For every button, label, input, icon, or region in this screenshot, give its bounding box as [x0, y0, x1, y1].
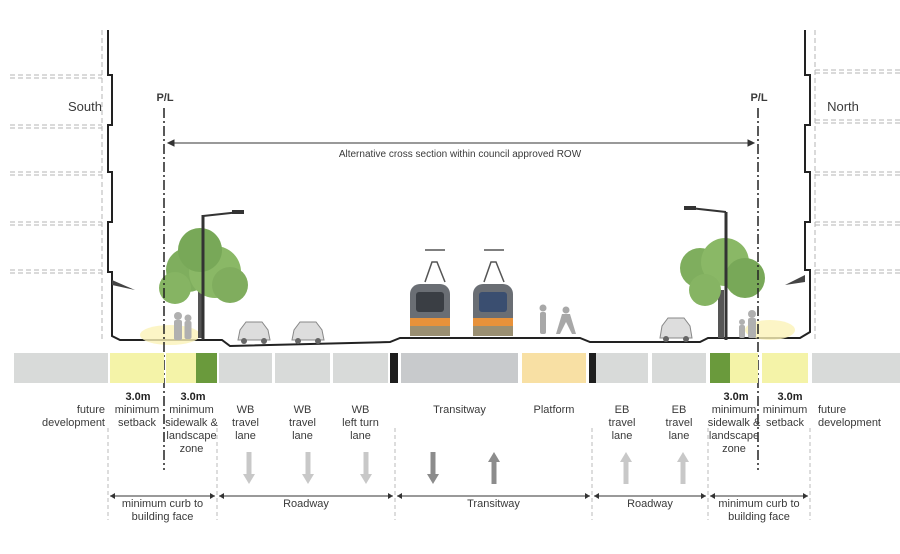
measure-right-setback: 3.0m [777, 391, 803, 403]
arrow-up-icon-6 [620, 452, 632, 484]
south-awning [112, 280, 135, 290]
property-line-left-label: P/L [156, 92, 174, 104]
zone-label-5: WB travel lane [289, 404, 316, 442]
transit-separator-2 [589, 353, 596, 383]
landscape-band-1 [196, 353, 217, 383]
zone-band-1 [14, 353, 108, 383]
north-street-light [684, 206, 728, 340]
group-dimension-1 [110, 493, 215, 499]
group-dimension-5 [710, 493, 808, 499]
north-label: North [827, 99, 859, 114]
zone-band-4 [219, 353, 272, 383]
zone-label-11: minimum sidewalk & landscape zone [707, 404, 761, 455]
arrow-down-icon-2 [302, 452, 314, 484]
zone-label-3: minimum sidewalk & landscape zone [165, 404, 218, 455]
measure-left-sidewalk: 3.0m [180, 391, 206, 403]
group-label-2: Roadway [283, 498, 329, 510]
wb-car-1 [237, 321, 271, 344]
north-pedestrians [739, 310, 756, 338]
zone-band-8 [522, 353, 586, 383]
zone-label-9: EB travel lane [608, 404, 636, 442]
wb-car-2 [291, 321, 325, 344]
group-dimension-2 [219, 493, 393, 499]
zone-label-2: minimum setback [114, 404, 160, 429]
zone-label-1: future development [42, 404, 105, 429]
zone-label-8: Platform [533, 404, 575, 416]
zone-band-6 [333, 353, 388, 383]
direction-arrows [243, 452, 689, 484]
zone-label-7: Transitway [433, 404, 486, 416]
group-label-1: minimum curb to building face [121, 498, 204, 523]
zone-label-12: minimum setback [762, 404, 808, 429]
zone-band-5 [275, 353, 330, 383]
zone-label-6: WB left turn lane [342, 404, 379, 442]
tram-eastbound [473, 249, 513, 336]
zone-band-12 [762, 353, 808, 383]
landscape-band-2 [710, 353, 730, 383]
row-label: Alternative cross section within council… [338, 149, 582, 160]
group-dimension-3 [397, 493, 590, 499]
south-building [10, 30, 103, 340]
zone-label-10: EB travel lane [665, 404, 693, 442]
zone-band-9 [596, 353, 648, 383]
row-dimension-line [166, 139, 756, 147]
north-awning [785, 275, 805, 285]
transit-separator-1 [390, 353, 398, 383]
arrow-down-icon-4 [427, 452, 439, 484]
arrow-up-icon-7 [677, 452, 689, 484]
tram-westbound [410, 249, 450, 336]
property-line-right-label: P/L [750, 92, 768, 104]
zone-band-13 [812, 353, 900, 383]
group-separators [107, 428, 811, 520]
group-label-4: Roadway [627, 498, 673, 510]
south-pedestrians [174, 312, 192, 340]
zone-strip [14, 353, 900, 383]
group-dimension-lines [110, 493, 808, 499]
south-label: South [68, 99, 102, 114]
north-building [814, 30, 900, 340]
group-label-3: Transitway [467, 498, 520, 510]
zone-band-7 [401, 353, 518, 383]
arrow-up-icon-5 [488, 452, 500, 484]
zone-label-13: future development [818, 404, 881, 429]
zone-band-10 [652, 353, 706, 383]
group-dimension-4 [594, 493, 706, 499]
zone-band-2 [110, 353, 164, 383]
arrow-down-icon-3 [360, 452, 372, 484]
measure-right-sidewalk: 3.0m [723, 391, 749, 403]
group-label-5: minimum curb to building face [718, 498, 800, 523]
eb-car [659, 317, 693, 342]
ground-profile [107, 30, 811, 348]
zone-label-4: WB travel lane [232, 404, 259, 442]
measure-left-setback: 3.0m [125, 391, 151, 403]
platform-pedestrians [539, 304, 576, 334]
arrow-down-icon-1 [243, 452, 255, 484]
north-tree [680, 238, 765, 338]
south-street-light [201, 210, 244, 340]
